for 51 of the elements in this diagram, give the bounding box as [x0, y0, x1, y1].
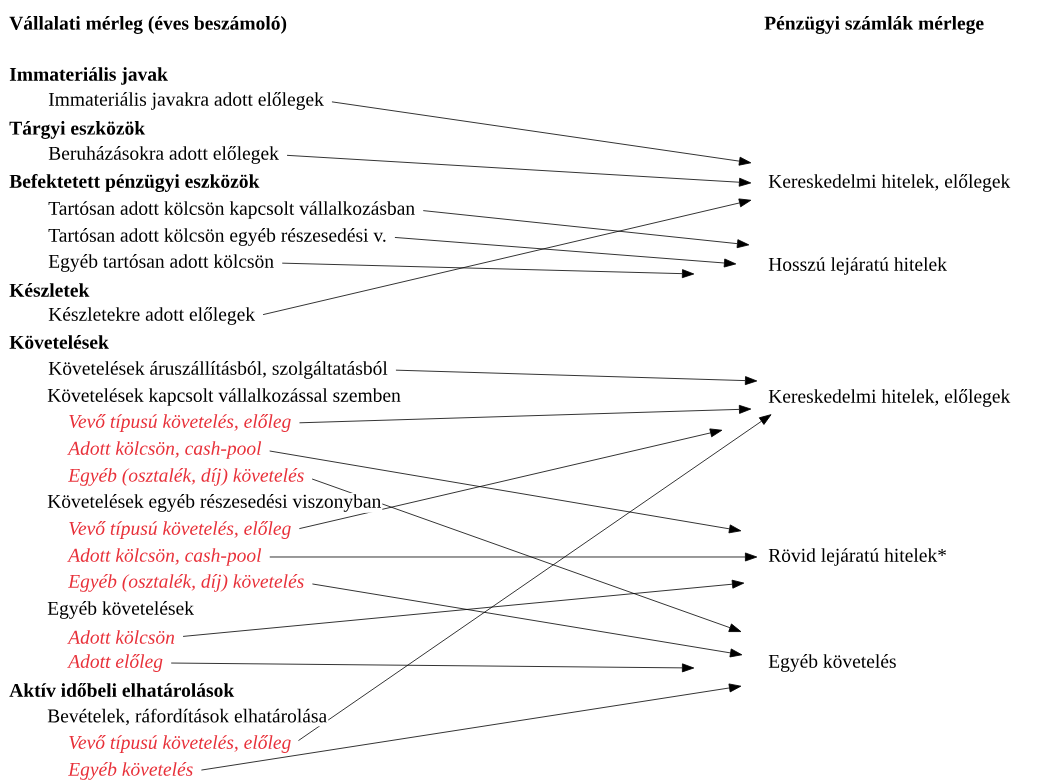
arrow [422, 210, 750, 249]
arrow [182, 579, 745, 637]
target-label: Egyéb követelés [768, 654, 896, 672]
arrow [299, 404, 752, 424]
item-label: Egyéb tartósan adott kölcsön [48, 254, 274, 272]
sub-item-label: Vevő típusú követelés, előleg [69, 521, 291, 539]
sub-item-label: Egyéb (osztalék, díj) követelés [67, 468, 304, 486]
arrow [262, 198, 752, 315]
arrow [269, 552, 758, 562]
group-heading: Befektetett pénzügyi eszközök [8, 172, 261, 193]
arrow [311, 478, 742, 632]
arrow [201, 683, 742, 771]
arrow [298, 428, 723, 530]
sub-item-label: Adott kölcsön, cash-pool [67, 441, 262, 459]
item-label: Immateriális javakra adott előlegek [48, 92, 324, 110]
arrow [395, 369, 758, 386]
group-heading: Készletek [8, 282, 91, 298]
arrow [281, 262, 695, 279]
arrow [331, 101, 752, 166]
arrow [286, 154, 752, 187]
item-label: Készletekre adott előlegek [48, 307, 256, 325]
sub-item-label: Adott kölcsön, cash-pool [67, 548, 262, 566]
arrow [269, 450, 742, 534]
item-label: Bevételek, ráfordítások elhatárolása [46, 707, 329, 727]
target-label: Kereskedelmi hitelek, előlegek [768, 174, 1011, 192]
arrow [394, 237, 737, 268]
group-heading: Követelések [8, 334, 110, 350]
column-heading: Pénzügyi számlák mérlege [763, 15, 986, 35]
sub-item-label: Egyéb (osztalék, díj) követelés [67, 574, 304, 592]
arrow [298, 414, 772, 741]
target-label: Kereskedelmi hitelek, előlegek [768, 389, 1011, 407]
sub-item-label: Adott előleg [67, 654, 163, 672]
arrow [312, 583, 743, 658]
column-heading: Vállalati mérleg (éves beszámoló) [8, 15, 288, 35]
group-heading: Aktív időbeli elhatárolások [8, 682, 236, 698]
sub-item-label: Egyéb követelés [67, 762, 193, 780]
item-label: Tartósan adott kölcsön egyéb részesedési v. [48, 228, 386, 246]
item-label: Tartósan adott kölcsön kapcsolt vállalkozásban [48, 201, 415, 219]
item-label: Követelések áruszállításból, szolgáltatásból [48, 361, 388, 379]
item-label: Beruházásokra adott előlegek [48, 146, 279, 164]
sub-item-label: Vevő típusú követelés, előleg [69, 735, 291, 753]
item-label: Követelések kapcsolt vállalkozással szemben [46, 387, 402, 407]
arrow [170, 662, 695, 673]
sub-item-label: Adott kölcsön [67, 630, 175, 644]
group-heading: Immateriális javak [8, 66, 169, 86]
sub-item-label: Vevő típusú követelés, előleg [69, 414, 291, 432]
item-label: Egyéb követelések [46, 600, 195, 620]
target-label: Rövid lejáratú hitelek* [768, 548, 946, 566]
target-label: Hosszú lejáratú hitelek [768, 257, 947, 275]
group-heading: Tárgyi eszközök [8, 120, 147, 140]
item-label: Követelések egyéb részesedési viszonyban [46, 493, 383, 513]
